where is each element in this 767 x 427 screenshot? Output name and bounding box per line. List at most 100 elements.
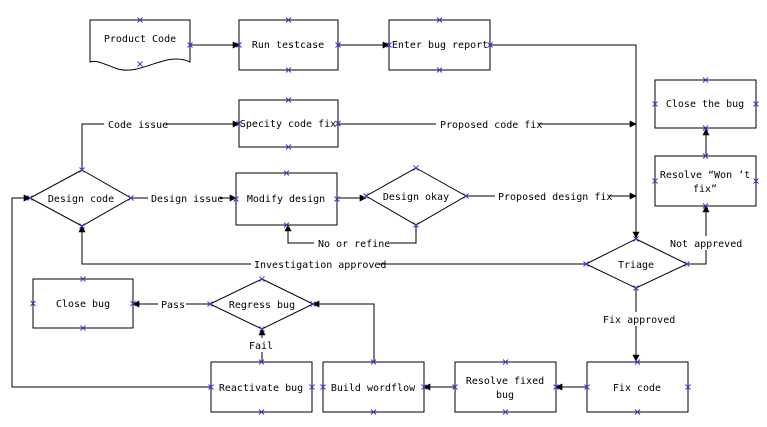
connection-point-marker <box>283 170 290 176</box>
connection-point-marker <box>633 236 639 242</box>
connection-point-marker <box>137 61 143 67</box>
connection-point-marker <box>258 409 265 415</box>
label-bg <box>148 191 220 205</box>
node-regress-bug[interactable]: Regress bug <box>208 278 315 330</box>
connection-point-marker <box>27 195 33 201</box>
edge-label-fix-approved: Fix approved <box>603 315 675 326</box>
node-reactivate-bug[interactable]: Reactivate bug <box>210 361 313 413</box>
edge-triage-to-design <box>78 225 586 265</box>
connection-point-marker <box>285 144 292 150</box>
connection-point-marker <box>702 153 709 159</box>
node-close-the-bug[interactable]: Close the bug <box>654 79 757 129</box>
node-label: Close bug <box>56 299 110 310</box>
node-product-code[interactable]: Product Code <box>89 19 191 71</box>
node-label: Fix code <box>613 383 661 394</box>
connection-point-marker <box>753 178 759 184</box>
node-label-line1: Resolve fixed <box>466 376 544 387</box>
connection-point-marker <box>363 193 369 199</box>
label-bg <box>246 338 276 352</box>
node-label: Modify design <box>247 194 325 205</box>
connection-point-marker <box>413 165 419 171</box>
connection-point-marker <box>285 17 292 23</box>
connection-point-marker <box>335 120 341 127</box>
label-bg <box>104 117 166 131</box>
label-bg <box>600 312 674 326</box>
connection-point-marker <box>79 167 85 173</box>
node-label: Design code <box>48 194 114 205</box>
node-label: Run testcase <box>252 40 324 51</box>
connection-point-marker <box>684 261 690 267</box>
connection-point-marker <box>310 301 316 307</box>
edge-label-proposed-code-fix: Proposed code fix <box>440 120 542 131</box>
connection-point-marker <box>80 276 86 282</box>
connection-point-marker <box>128 195 134 201</box>
node-build-workflow[interactable]: Build wordflow <box>322 361 425 413</box>
connection-point-marker <box>236 120 242 127</box>
connection-point-markers <box>27 17 759 415</box>
connection-point-marker <box>208 384 214 390</box>
edge-label-proposed-design-fix: Proposed design fix <box>498 192 612 203</box>
connection-point-marker <box>421 384 427 390</box>
edges: Code issue Proposed code fix Design issu… <box>11 41 742 391</box>
label-bg <box>158 297 186 311</box>
connection-point-marker <box>80 325 86 331</box>
node-label-line2: bug <box>496 390 514 401</box>
connection-point-marker <box>259 276 265 282</box>
connection-point-marker <box>553 384 559 390</box>
connection-point-marker <box>207 301 213 307</box>
label-bg <box>314 236 390 250</box>
edge-reactivate-to-design <box>11 194 211 388</box>
node-design-code[interactable]: Design code <box>28 169 133 227</box>
connection-point-marker <box>633 285 639 291</box>
label-bg <box>495 189 609 203</box>
node-label: Regress bug <box>229 300 295 311</box>
connection-point-marker <box>652 101 658 107</box>
connection-point-marker <box>502 409 509 415</box>
nodes: Product Code Run testcase Enter bug repo… <box>28 19 757 413</box>
edge-label-not-approved: Not appreved <box>670 239 742 250</box>
node-label-line1: Resolve “Won ’t <box>660 170 750 181</box>
node-design-okay[interactable]: Design okay <box>364 167 468 226</box>
connection-point-marker <box>583 261 589 267</box>
connection-point-marker <box>702 125 709 131</box>
connection-point-marker <box>130 300 136 307</box>
connection-point-marker <box>487 42 493 48</box>
connection-point-marker <box>320 384 326 390</box>
node-enter-bug-report[interactable]: Enter bug report <box>388 19 491 71</box>
connection-point-marker <box>702 77 709 83</box>
label-bg <box>251 257 379 271</box>
edge-enter-to-triage <box>490 44 640 239</box>
connection-point-marker <box>634 359 641 365</box>
connection-point-marker <box>283 222 290 228</box>
connection-point-marker <box>236 42 242 48</box>
connection-point-marker <box>30 300 36 307</box>
connection-point-marker <box>502 359 509 365</box>
label-bg <box>668 236 742 250</box>
connection-point-marker <box>258 359 265 365</box>
node-fix-code[interactable]: Fix code <box>586 361 689 413</box>
node-label: Design okay <box>383 192 449 203</box>
node-label: Close the bug <box>666 99 744 110</box>
connection-point-marker <box>386 42 392 48</box>
connection-point-marker <box>285 97 292 103</box>
connection-point-marker <box>259 326 265 332</box>
node-modify-design[interactable]: Modify design <box>235 172 338 226</box>
node-resolve-fixed-bug[interactable]: Resolve fixed bug <box>454 361 557 413</box>
edge-label-code-issue: Code issue <box>108 120 168 131</box>
node-label: Enter bug report <box>392 40 488 51</box>
node-close-bug[interactable]: Close bug <box>32 278 134 329</box>
edge-label-no-or-refine: No or refine <box>318 239 390 250</box>
edge-label-design-issue: Design issue <box>151 194 223 205</box>
node-resolve-wont-fix[interactable]: Resolve “Won ’t fix” <box>654 155 757 207</box>
connection-point-marker <box>285 67 292 73</box>
connection-point-marker <box>634 409 641 415</box>
connection-point-marker <box>584 384 590 390</box>
node-specify-code-fix[interactable]: Specity code fix <box>238 99 339 148</box>
node-label: Build wordflow <box>331 383 416 394</box>
connection-point-marker <box>309 384 315 390</box>
connection-point-marker <box>452 384 458 390</box>
node-run-testcase[interactable]: Run testcase <box>238 19 339 71</box>
node-label: Triage <box>618 260 654 271</box>
connection-point-marker <box>702 203 709 209</box>
